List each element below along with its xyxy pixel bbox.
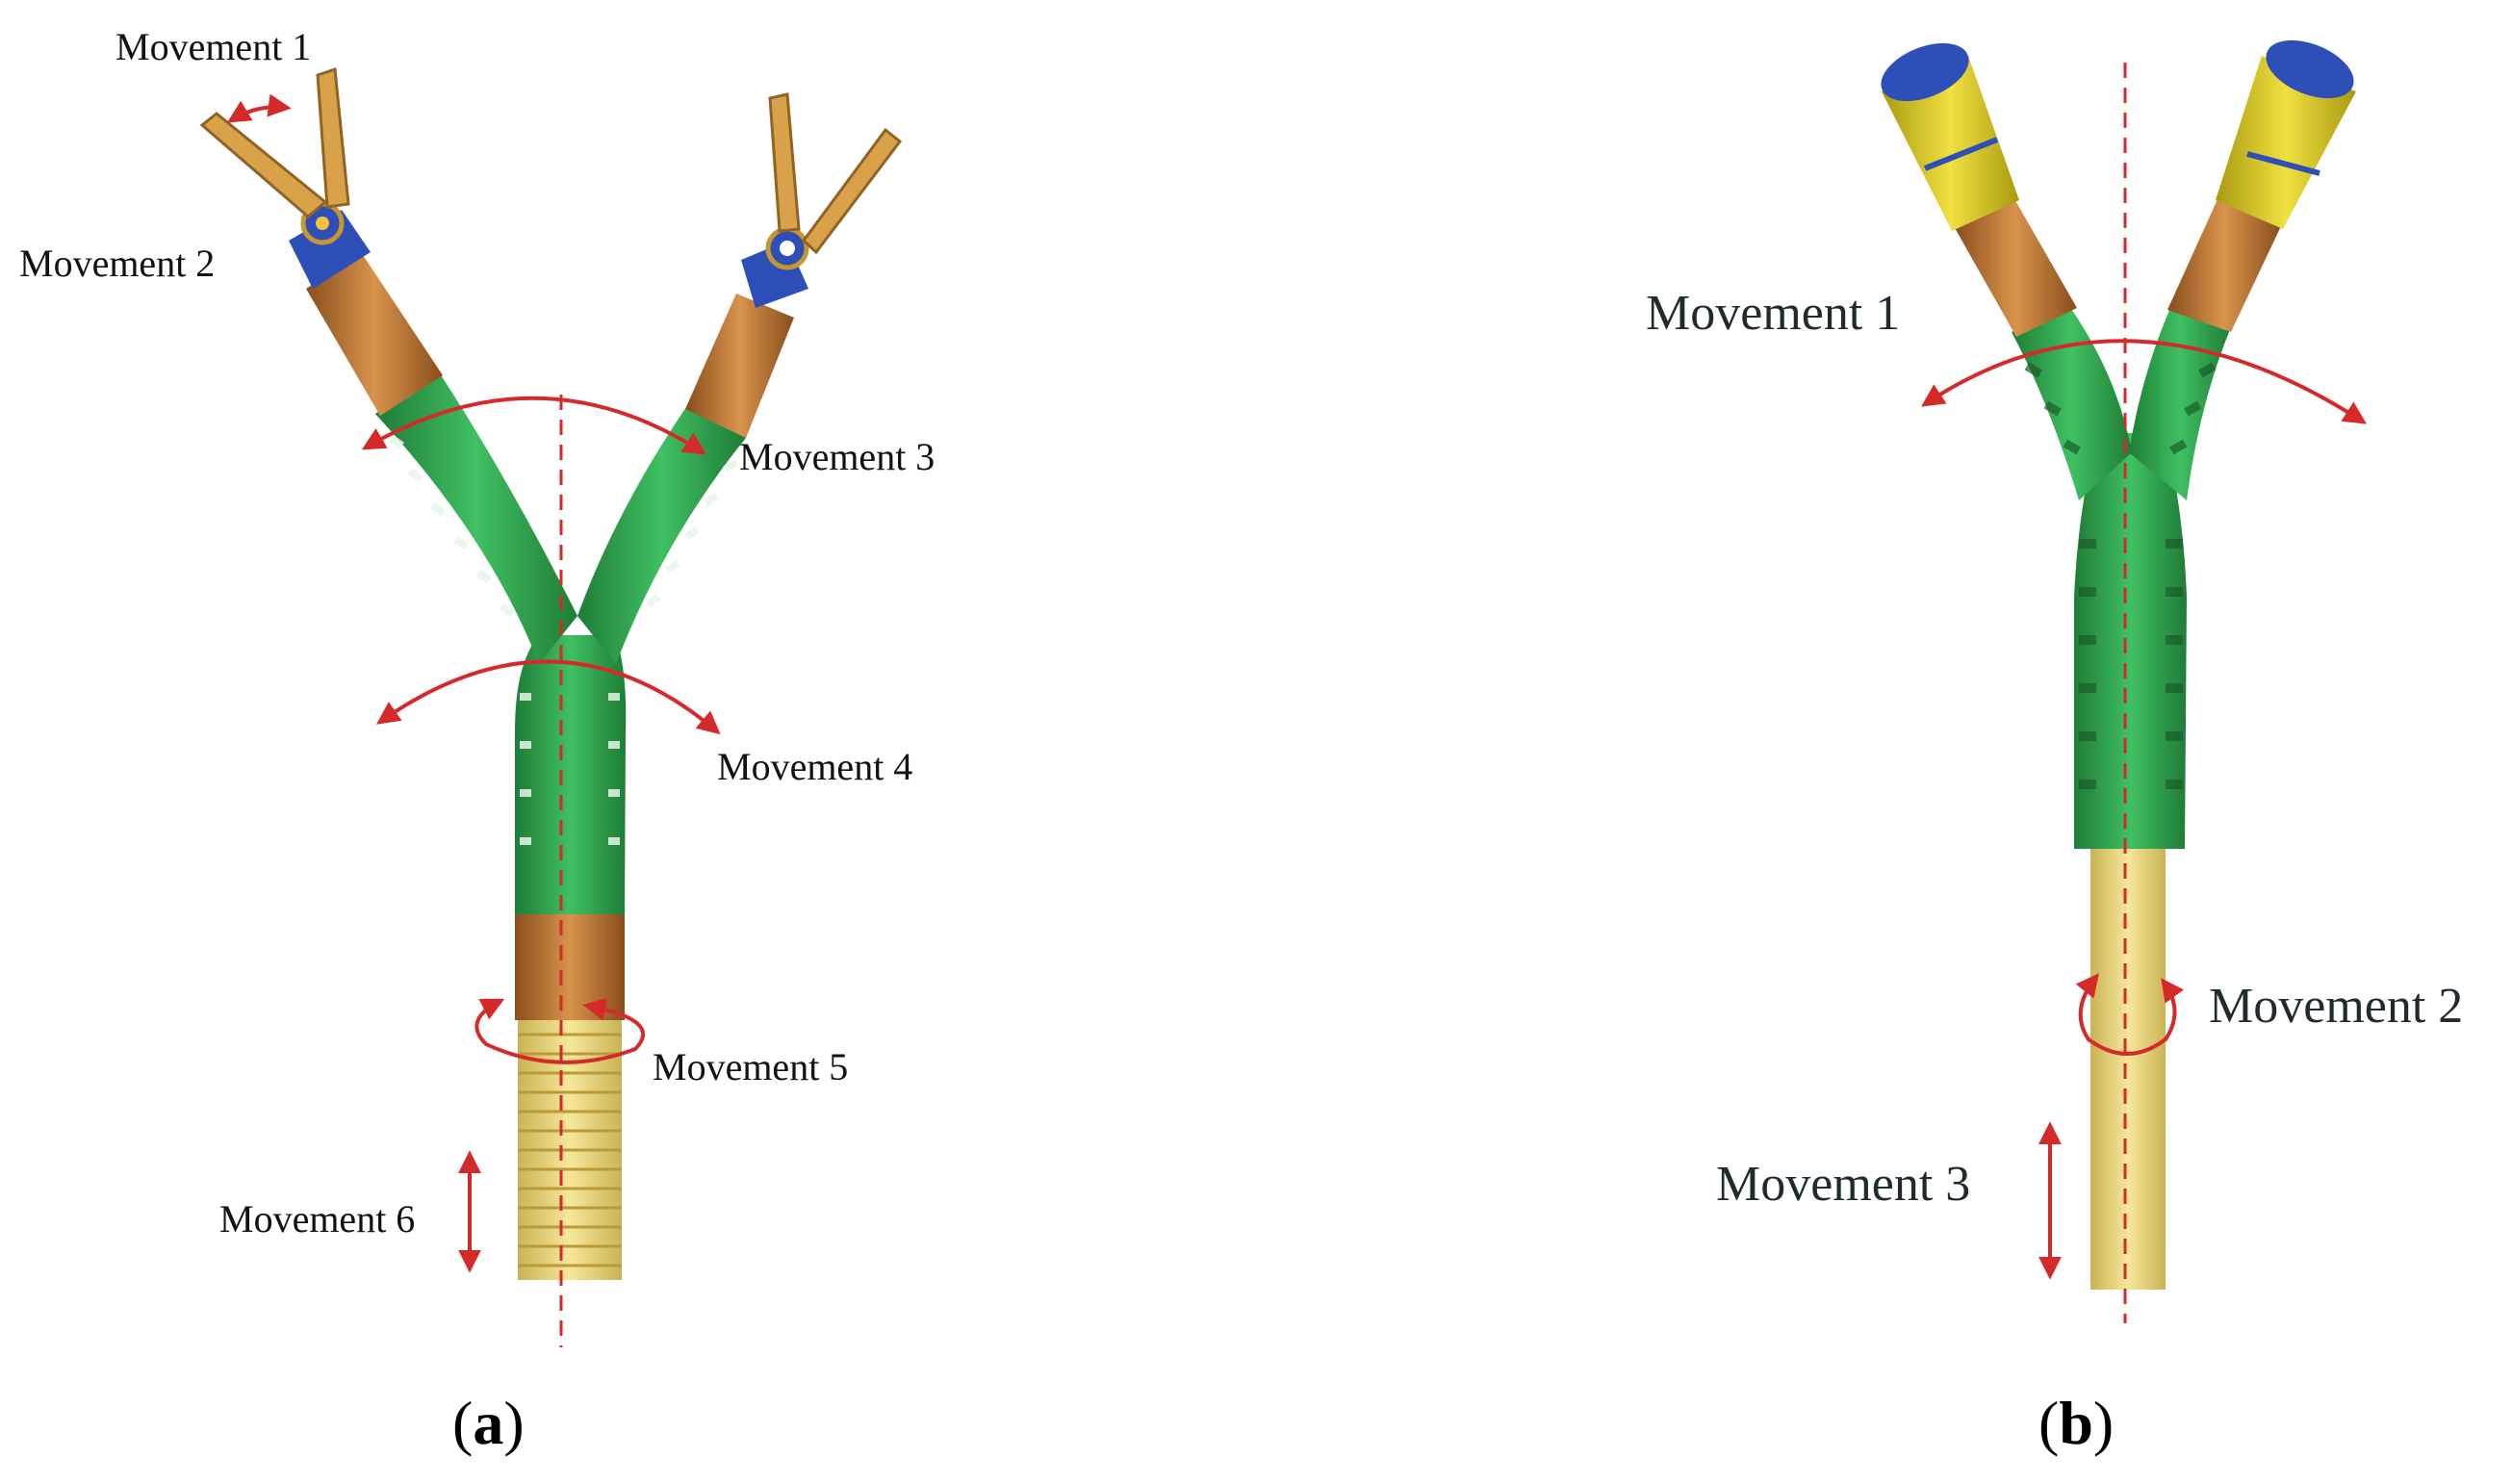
panel-a-caption: (a) (452, 1389, 525, 1457)
panel-b-caption: (b) (2038, 1389, 2114, 1457)
panel-a-arrow-movement-3 (361, 396, 707, 455)
panel-a-copper-base (515, 914, 625, 1020)
panel-a-arrow-movement-5 (474, 997, 646, 1064)
panel-b-right-copper (2167, 197, 2281, 332)
panel-a-right-copper (685, 294, 794, 438)
panel-b-arrow-movement-2 (2075, 973, 2185, 1056)
panel-a-arrow-movement-1 (226, 93, 292, 123)
panel-a-spring-coils (518, 1033, 622, 1267)
panel-b-green-trunk (2074, 433, 2187, 849)
panel-a-left-copper (306, 252, 443, 416)
panel-b-label-movement-1: Movement 1 (1646, 286, 1900, 341)
panel-b-arrow-movement-1 (1921, 339, 2368, 424)
panel-a-label-movement-3: Movement 3 (739, 435, 935, 478)
panel-a-green-trunk (515, 635, 627, 914)
panel-a-label-movement-4: Movement 4 (717, 745, 912, 788)
panel-b-label-movement-3: Movement 3 (1716, 1157, 1970, 1212)
panel-b-left-cap-end (1881, 42, 1969, 102)
panel-a-right-arm (577, 404, 746, 664)
panel-a-label-movement-1: Movement 1 (115, 25, 311, 68)
panel-a-left-arm (375, 371, 577, 664)
panel-b-label-movement-2: Movement 2 (2209, 979, 2463, 1034)
panel-a-label-movement-6: Movement 6 (219, 1197, 415, 1241)
panel-b: Movement 1 Movement 2 Movement 3 (b) (1646, 39, 2463, 1457)
panel-b-yellow-rod (2090, 847, 2166, 1290)
panel-a-left-gripper (199, 66, 350, 218)
panel-b-right-cap-end (2266, 39, 2354, 99)
panel-b-right-cap (2216, 56, 2356, 229)
panel-a-label-movement-2: Movement 2 (19, 242, 215, 285)
panel-a-right-gripper (768, 92, 903, 255)
panel-a-arrow-movement-4 (376, 659, 721, 735)
panel-b-left-copper (1954, 197, 2077, 337)
panel-a-label-movement-5: Movement 5 (653, 1045, 848, 1088)
panel-a: Movement 1 Movement 2 Movement 3 Movemen… (19, 25, 935, 1457)
